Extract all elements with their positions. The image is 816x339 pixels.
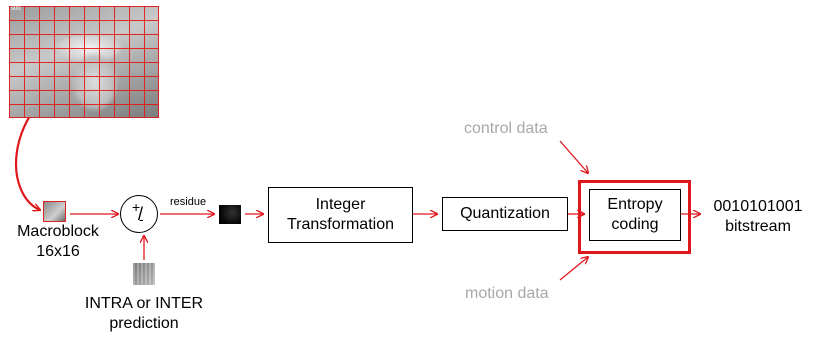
prediction-label: INTRA or INTER prediction (74, 294, 214, 334)
residue-thumbnail (219, 205, 241, 224)
minus-sign: - (139, 211, 144, 227)
entropy-coding-line2: coding (611, 216, 659, 233)
bitstream-label: bitstream (725, 218, 791, 235)
macroblock-thumbnail (43, 201, 66, 222)
entropy-coding-line1: Entropy (607, 196, 663, 213)
video-frame-image: s00 (9, 6, 159, 118)
integer-transformation-block: Integer Transformation (268, 187, 413, 243)
bitstream-output: 0010101001 bitstream (704, 197, 812, 237)
control-data-label: control data (464, 120, 548, 137)
prediction-label-line1: INTRA or INTER (84, 295, 204, 312)
frame-stamp: s00 (11, 6, 21, 12)
prediction-label-line2: prediction (109, 315, 179, 332)
residue-label: residue (170, 196, 207, 208)
macroblock-label: Macroblock 16x16 (8, 222, 108, 262)
entropy-coding-highlight (578, 180, 691, 254)
macroblock-grid (9, 6, 159, 118)
integer-transformation-line1: Integer (315, 196, 366, 213)
quantization-label: Quantization (460, 205, 550, 222)
integer-transformation-line2: Transformation (287, 216, 394, 233)
entropy-coding-block: Entropy coding (589, 189, 681, 241)
plus-sign: + (132, 199, 141, 215)
quantization-block: Quantization (442, 197, 568, 231)
macroblock-label-text: Macroblock (17, 223, 99, 240)
motion-data-label: motion data (465, 285, 549, 302)
prediction-thumbnail (133, 263, 155, 285)
slash-sign: / (138, 204, 144, 224)
subtraction-node: + / - (120, 195, 158, 233)
macroblock-size-text: 16x16 (36, 243, 80, 260)
bitstream-bits: 0010101001 (713, 198, 803, 215)
motion-data-arrow (559, 257, 588, 281)
control-data-arrow (559, 140, 588, 173)
